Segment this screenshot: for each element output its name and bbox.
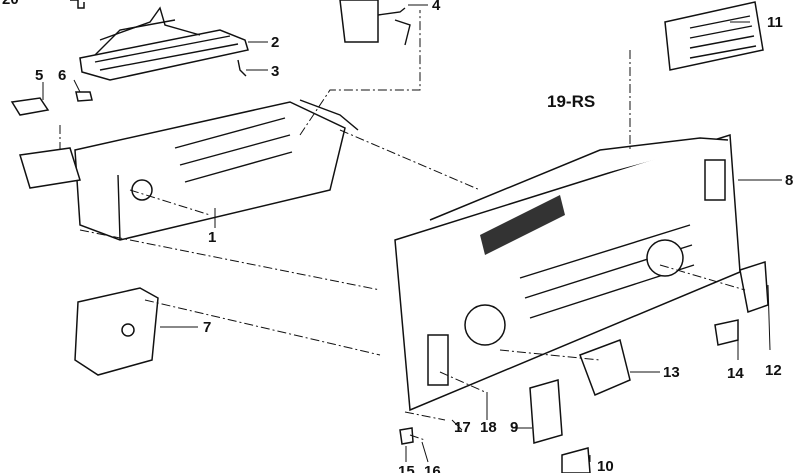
part-7-actuator [74,287,159,376]
part-8-panel [394,134,741,412]
part-3-wire [237,59,247,77]
part-12-knob [739,260,769,313]
part-15-clip [399,427,414,445]
callout-8: 8 [785,172,794,189]
callout-13: 13 [663,364,680,381]
callout-7: 7 [203,319,212,336]
callout-12: 12 [765,362,782,379]
part-6-screw [75,91,93,102]
callout-17: 17 [454,419,471,436]
callout-1: 1 [208,229,217,246]
callout-9: 9 [510,419,519,436]
part-9-cover [529,379,563,444]
callout-14: 14 [727,365,744,382]
part-2-control-mechanism [79,6,249,81]
callout-15: 15 [398,463,415,473]
diagram-code: 19-RS [547,92,596,111]
callout-11: 11 [767,14,783,31]
callout-18: 18 [480,419,497,436]
callout-3: 3 [271,63,280,80]
callout-16: 16 [424,463,441,473]
part-10-cover [561,447,591,473]
callout-5: 5 [35,67,44,84]
callout-6: 6 [58,67,67,84]
part-20-clip [70,0,85,9]
part-13-knob [579,339,631,396]
part-5-connector [10,97,50,116]
part-4-motor [339,0,411,46]
part-1-housing [19,99,359,241]
callout-10: 10 [597,458,614,473]
callout-2: 2 [271,34,280,51]
callout-4: 4 [432,0,441,14]
callout-20: 20 [2,0,19,7]
part-14-cover [714,319,739,346]
part-11-vent [664,1,764,71]
